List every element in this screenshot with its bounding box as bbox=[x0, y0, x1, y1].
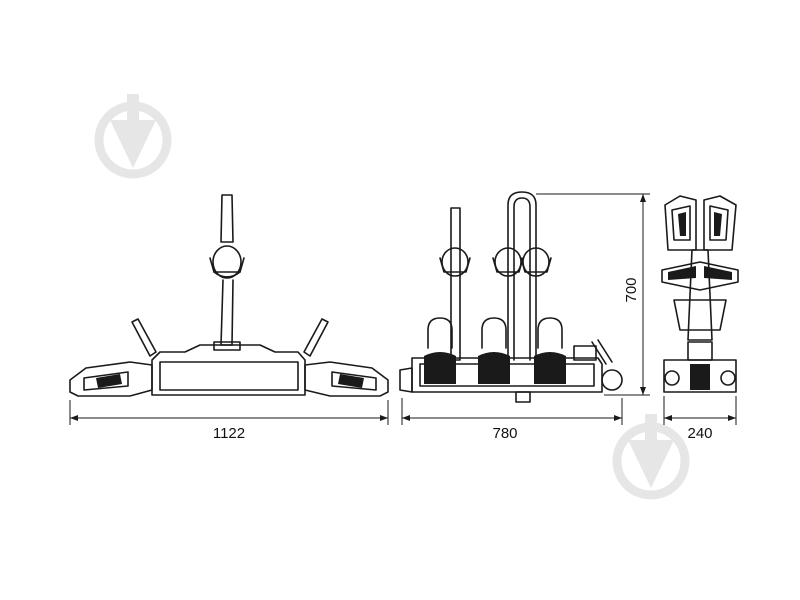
dimension-width: 780 bbox=[492, 425, 517, 442]
side-view bbox=[69, 194, 389, 425]
watermark-icon-top bbox=[94, 94, 172, 179]
front-view bbox=[399, 191, 650, 425]
end-view bbox=[661, 195, 739, 425]
dimension-length: 1122 bbox=[213, 425, 245, 442]
dimension-end-width: 240 bbox=[687, 425, 712, 442]
watermark-icon-bottom bbox=[612, 414, 690, 500]
dimension-height: 700 bbox=[623, 277, 640, 302]
